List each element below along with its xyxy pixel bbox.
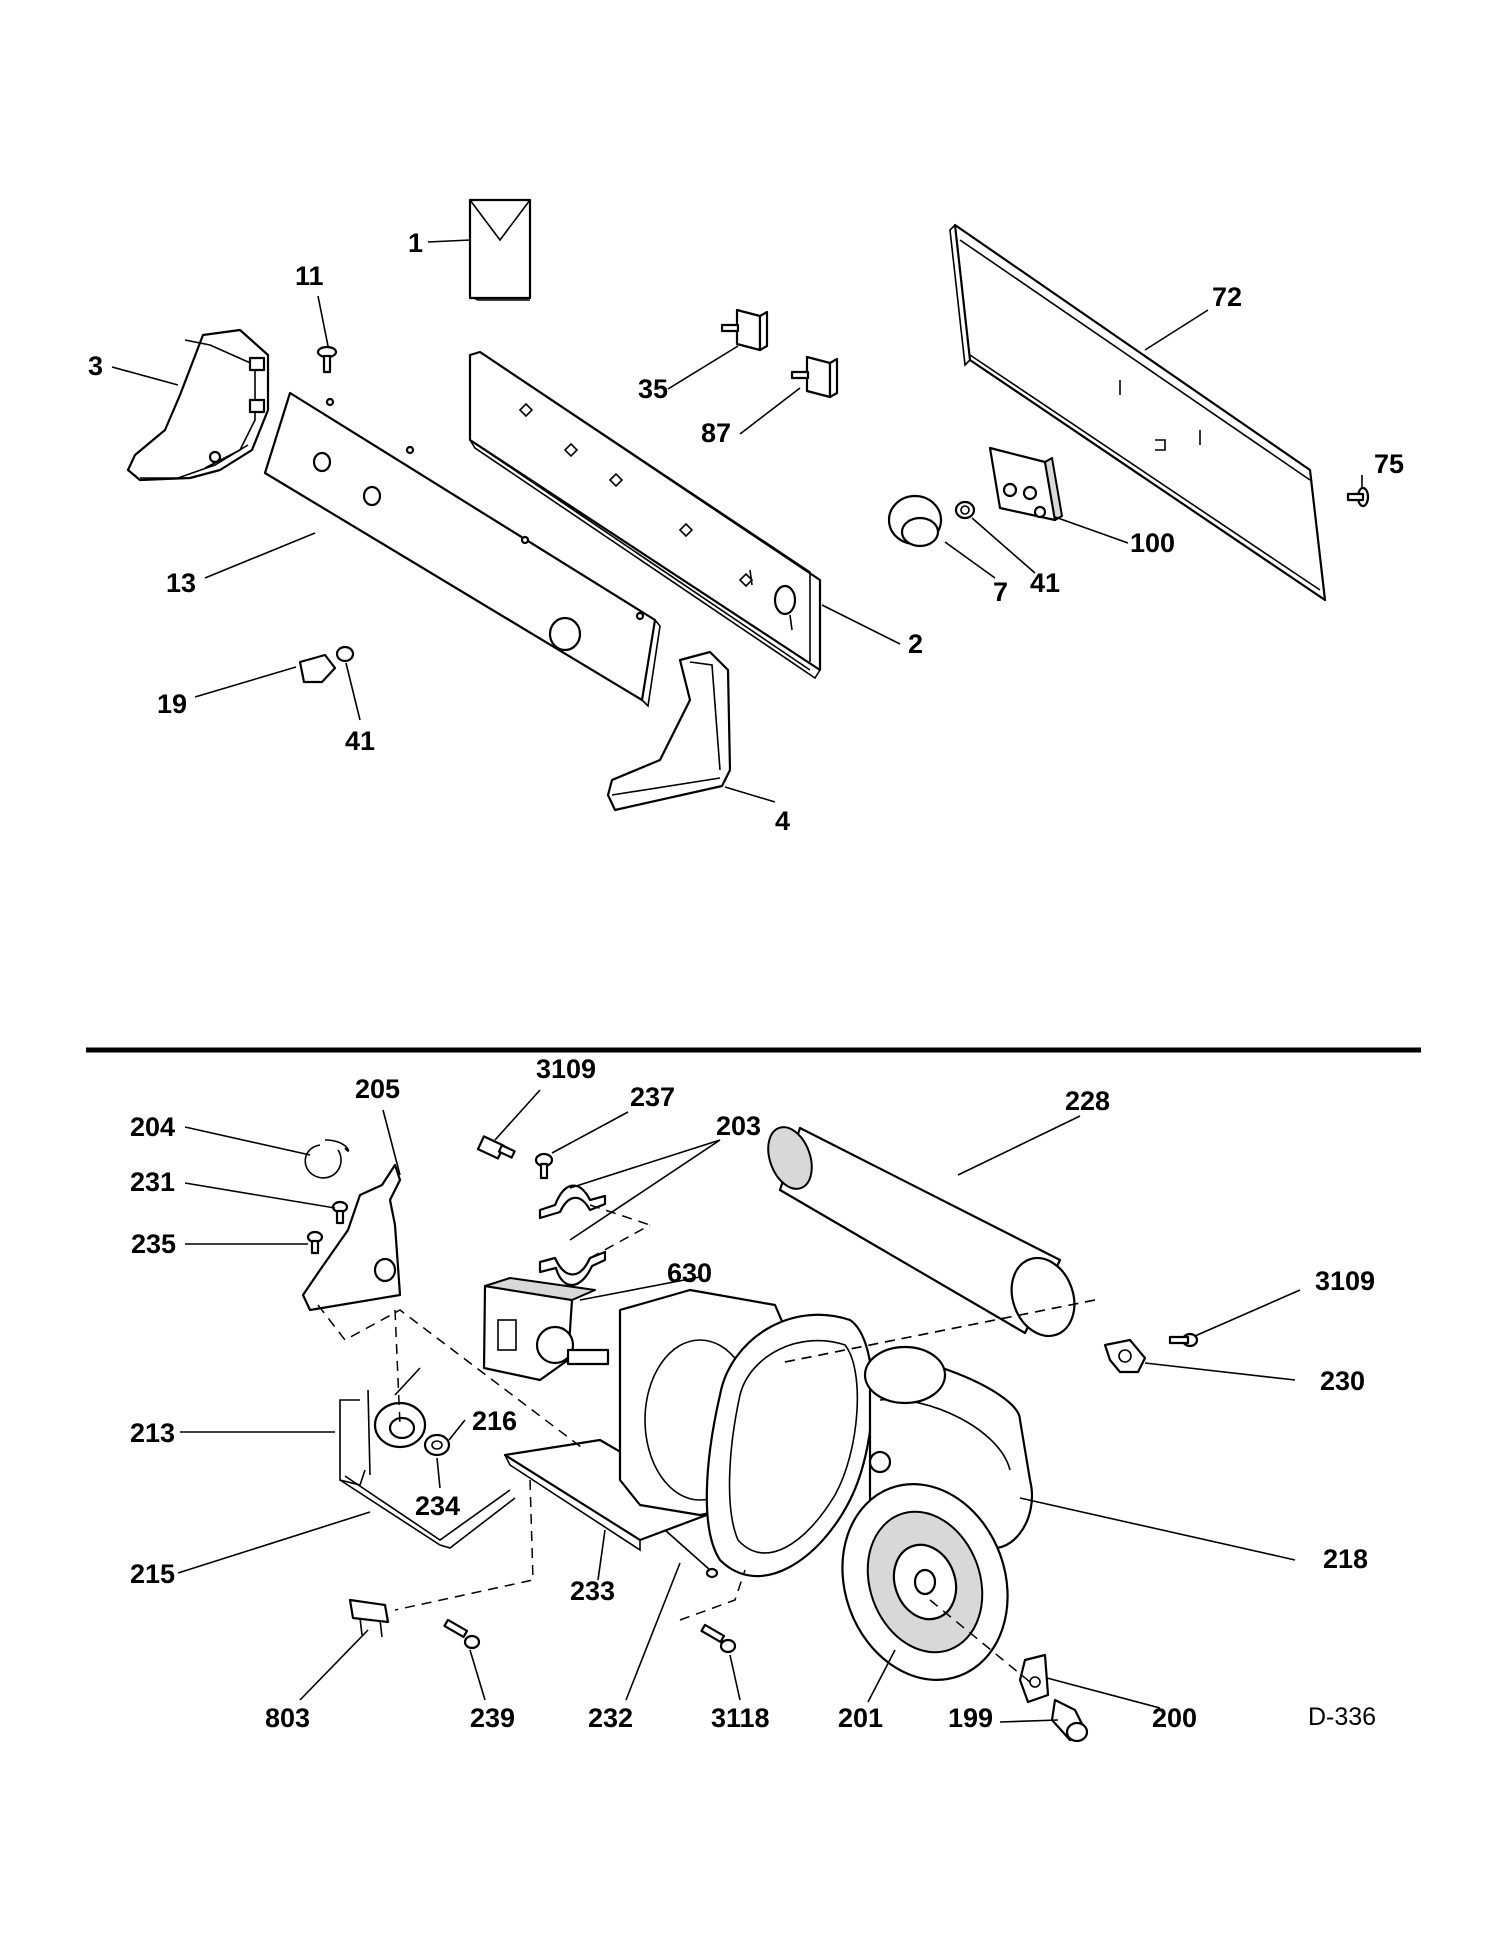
callout-203: 203 — [716, 1111, 761, 1141]
callout-41-bottom: 41 — [345, 726, 375, 756]
part-4-endcap — [606, 650, 732, 812]
bottom-callout-labels: 3109 237 203 205 204 231 235 228 630 310… — [130, 1054, 1376, 1733]
callout-235: 235 — [131, 1229, 176, 1259]
callout-200: 200 — [1152, 1703, 1197, 1733]
callout-2: 2 — [908, 629, 923, 659]
part-13-control-panel — [263, 391, 661, 708]
part-200-clip — [1018, 1653, 1050, 1704]
callout-213: 213 — [130, 1418, 175, 1448]
part-87-switch — [790, 355, 839, 399]
callout-19: 19 — [157, 689, 187, 719]
part-231-screw — [331, 1200, 349, 1225]
drawing-reference: D-336 — [1308, 1703, 1376, 1731]
callout-237: 237 — [630, 1082, 675, 1112]
part-203-clamp-upper — [538, 1184, 607, 1220]
part-41-bushing-top — [954, 500, 976, 520]
part-3109-screw-right — [1168, 1332, 1199, 1348]
callout-75: 75 — [1374, 449, 1404, 479]
part-1-manual — [468, 198, 532, 301]
callout-3: 3 — [88, 351, 103, 381]
callout-199: 199 — [948, 1703, 993, 1733]
bottom-leader-lines — [177, 1089, 1301, 1723]
callout-204: 204 — [130, 1112, 175, 1142]
part-72-back-panel — [949, 223, 1327, 602]
part-3118-screw — [700, 1623, 737, 1654]
part-3109-screw-top — [476, 1135, 516, 1160]
part-11-screw — [316, 345, 338, 374]
part-35-switch — [720, 308, 769, 352]
callout-11: 11 — [295, 261, 324, 291]
callout-3118: 3118 — [711, 1703, 770, 1733]
callout-35: 35 — [638, 374, 668, 404]
part-215-wire — [339, 1475, 516, 1549]
callout-201: 201 — [838, 1703, 883, 1733]
callout-13: 13 — [166, 568, 196, 598]
part-3-endcap — [126, 328, 270, 482]
part-235-screw — [306, 1230, 324, 1255]
part-216-pulley — [373, 1401, 427, 1449]
top-parts-drawing — [126, 198, 1370, 812]
callout-231: 231 — [130, 1167, 175, 1197]
part-630-motor — [482, 1277, 610, 1382]
part-230-thermostat — [1103, 1338, 1147, 1374]
part-19-knob — [298, 653, 337, 684]
callout-7: 7 — [993, 577, 1008, 607]
part-218-blower-housing — [618, 1288, 1033, 1578]
callout-228: 228 — [1065, 1086, 1110, 1116]
callout-216: 216 — [472, 1406, 517, 1436]
callout-233: 233 — [570, 1576, 615, 1606]
part-203-clamp-lower — [538, 1250, 607, 1286]
part-205-bracket — [301, 1163, 402, 1312]
callout-41-top: 41 — [1030, 568, 1060, 598]
callout-72: 72 — [1212, 282, 1242, 312]
callout-3109-right: 3109 — [1315, 1266, 1375, 1296]
part-204-clip — [304, 1139, 350, 1179]
callout-1: 1 — [408, 228, 423, 258]
callout-230: 230 — [1320, 1366, 1365, 1396]
callout-4: 4 — [775, 806, 790, 836]
part-7-knob — [887, 494, 943, 548]
part-75-screw — [1346, 486, 1370, 508]
callout-234: 234 — [415, 1491, 460, 1521]
callout-3109-top: 3109 — [536, 1054, 596, 1084]
callout-803: 803 — [265, 1703, 310, 1733]
bottom-parts-drawing — [301, 1126, 1199, 1743]
part-803-switch — [348, 1598, 390, 1638]
part-100-timer — [988, 446, 1063, 522]
dashed-assembly-lines — [317, 1204, 1096, 1683]
callout-87: 87 — [701, 418, 731, 448]
callout-630: 630 — [667, 1258, 712, 1288]
part-41-bushing-bottom — [335, 645, 355, 663]
callout-205: 205 — [355, 1074, 400, 1104]
callout-218: 218 — [1323, 1544, 1368, 1574]
callout-232: 232 — [588, 1703, 633, 1733]
part-232-pin — [664, 1529, 719, 1579]
callout-239: 239 — [470, 1703, 515, 1733]
part-2-panel-bracket — [468, 350, 822, 680]
top-callout-labels: 1 11 3 13 35 87 2 72 75 100 41 7 19 41 4 — [88, 228, 1404, 836]
part-237-screw — [534, 1152, 554, 1180]
callout-215: 215 — [130, 1559, 175, 1589]
top-leader-lines — [111, 239, 1363, 803]
callout-100: 100 — [1130, 528, 1175, 558]
part-234-nut — [423, 1433, 451, 1457]
part-199-bolt — [1050, 1698, 1089, 1743]
part-201-impeller — [841, 1483, 1009, 1681]
part-228-duct — [767, 1126, 1076, 1338]
part-239-screw — [443, 1618, 481, 1650]
